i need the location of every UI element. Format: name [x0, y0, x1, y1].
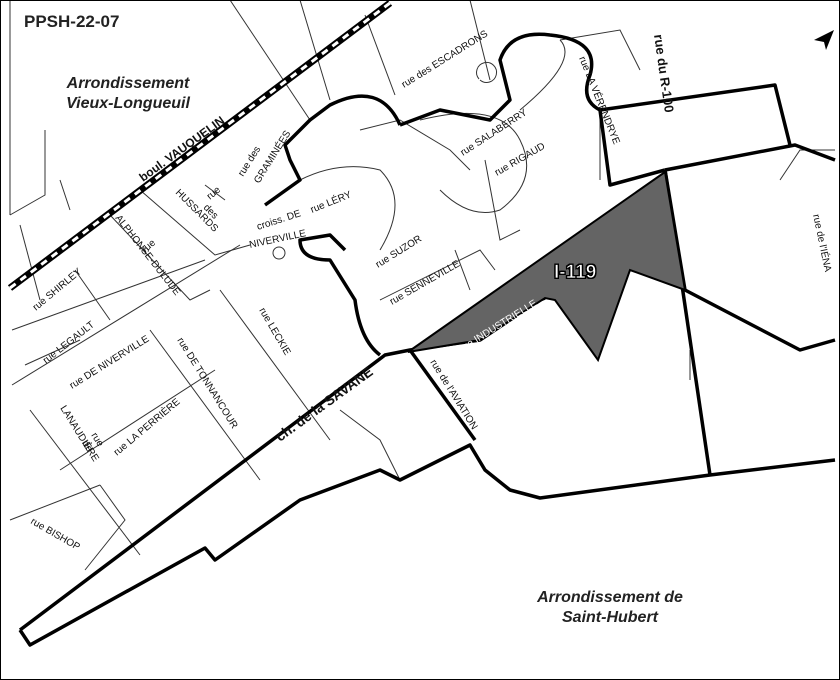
borough-line-2: Vieux-Longueuil [66, 95, 190, 112]
street-label-leckie: rue LECKIE [256, 306, 292, 358]
borough-line-2: Saint-Hubert [562, 609, 658, 626]
local-street-network [9, 0, 835, 571]
street-label-dulude-2: ALPHONSE-DULUDE [113, 213, 183, 298]
borough-line-1: Arrondissement de [537, 589, 683, 606]
borough-line-1: Arrondissement [66, 75, 190, 92]
street-label-senneville: rue SENNEVILLE [388, 258, 462, 307]
borough-label-saint-hubert: Arrondissement de Saint-Hubert [520, 588, 700, 628]
street-label-niverville: rue DE NIVERVILLE [68, 334, 152, 392]
zone-i119-area [407, 170, 687, 363]
street-label-perriere: rue LA PERRIÈRE [111, 395, 183, 458]
street-label-suzor: rue SUZOR [374, 234, 424, 271]
street-label-escadrons: rue des ESCADRONS [400, 28, 490, 90]
street-label-rigaud: rue RIGAUD [493, 141, 547, 179]
street-label-bishop: rue BISHOP [29, 516, 82, 553]
map-code: PPSH-22-07 [24, 12, 120, 31]
railway-line [7, 0, 393, 291]
street-label-legault: rue LEGAULT [41, 319, 97, 366]
borough-label-vieux-longueuil: Arrondissement Vieux-Longueuil [48, 74, 208, 114]
north-arrow-icon [814, 30, 834, 50]
street-label-aviation: rue de l'AVIATION [427, 358, 479, 432]
street-label-tonnancour: rue DE TONNANCOUR [174, 336, 239, 431]
zone-label-i119: I-119 [554, 262, 597, 284]
street-label-iena: rue de l'IÉNA [810, 213, 835, 273]
street-label-lery: rue LÉRY [308, 187, 353, 215]
street-label-vauquelin: boul. VAUQUELIN [137, 113, 228, 184]
